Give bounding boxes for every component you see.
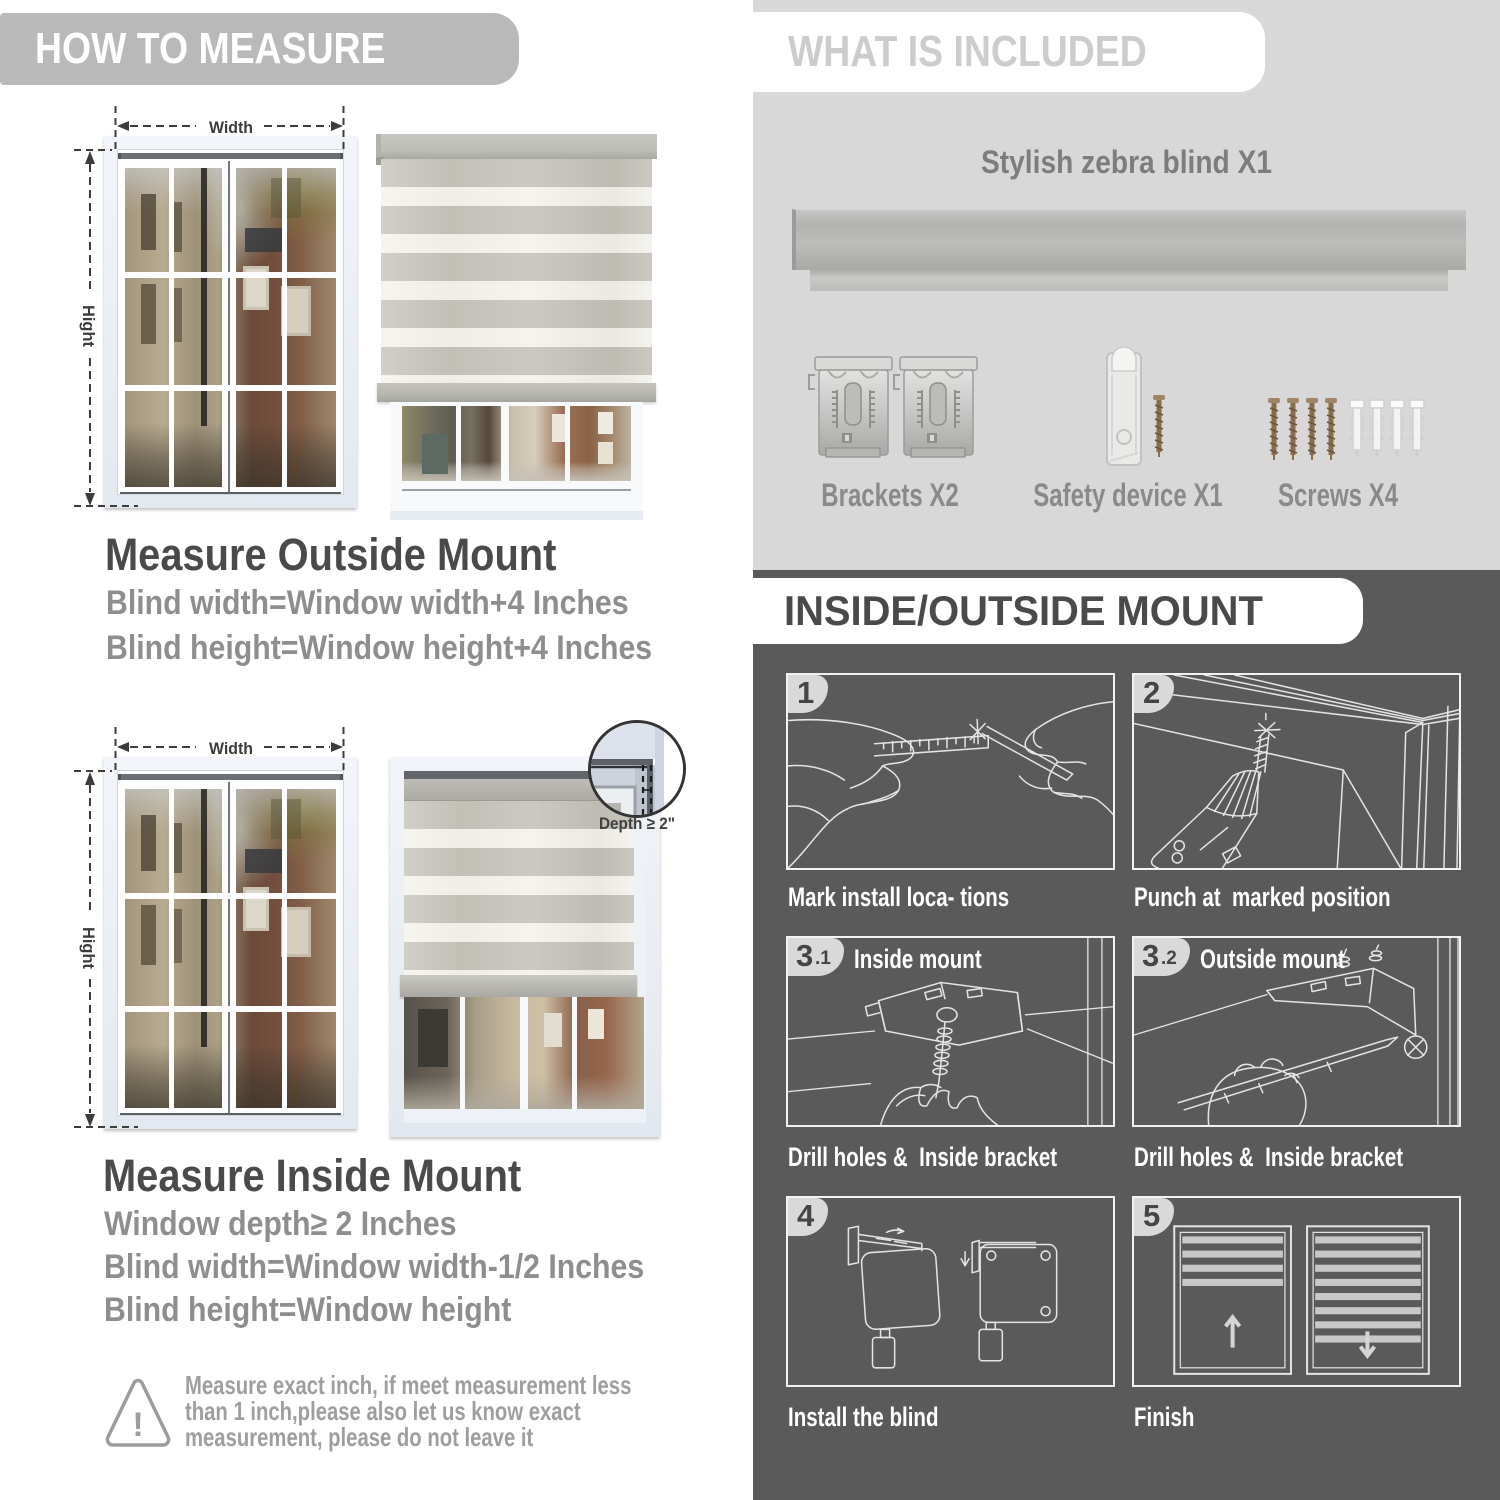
svg-text:Width: Width: [209, 118, 253, 137]
svg-text:Width: Width: [209, 739, 253, 758]
svg-text:!: !: [132, 1406, 143, 1444]
svg-text:Hight: Hight: [79, 927, 98, 969]
svg-text:Hight: Hight: [79, 305, 98, 347]
